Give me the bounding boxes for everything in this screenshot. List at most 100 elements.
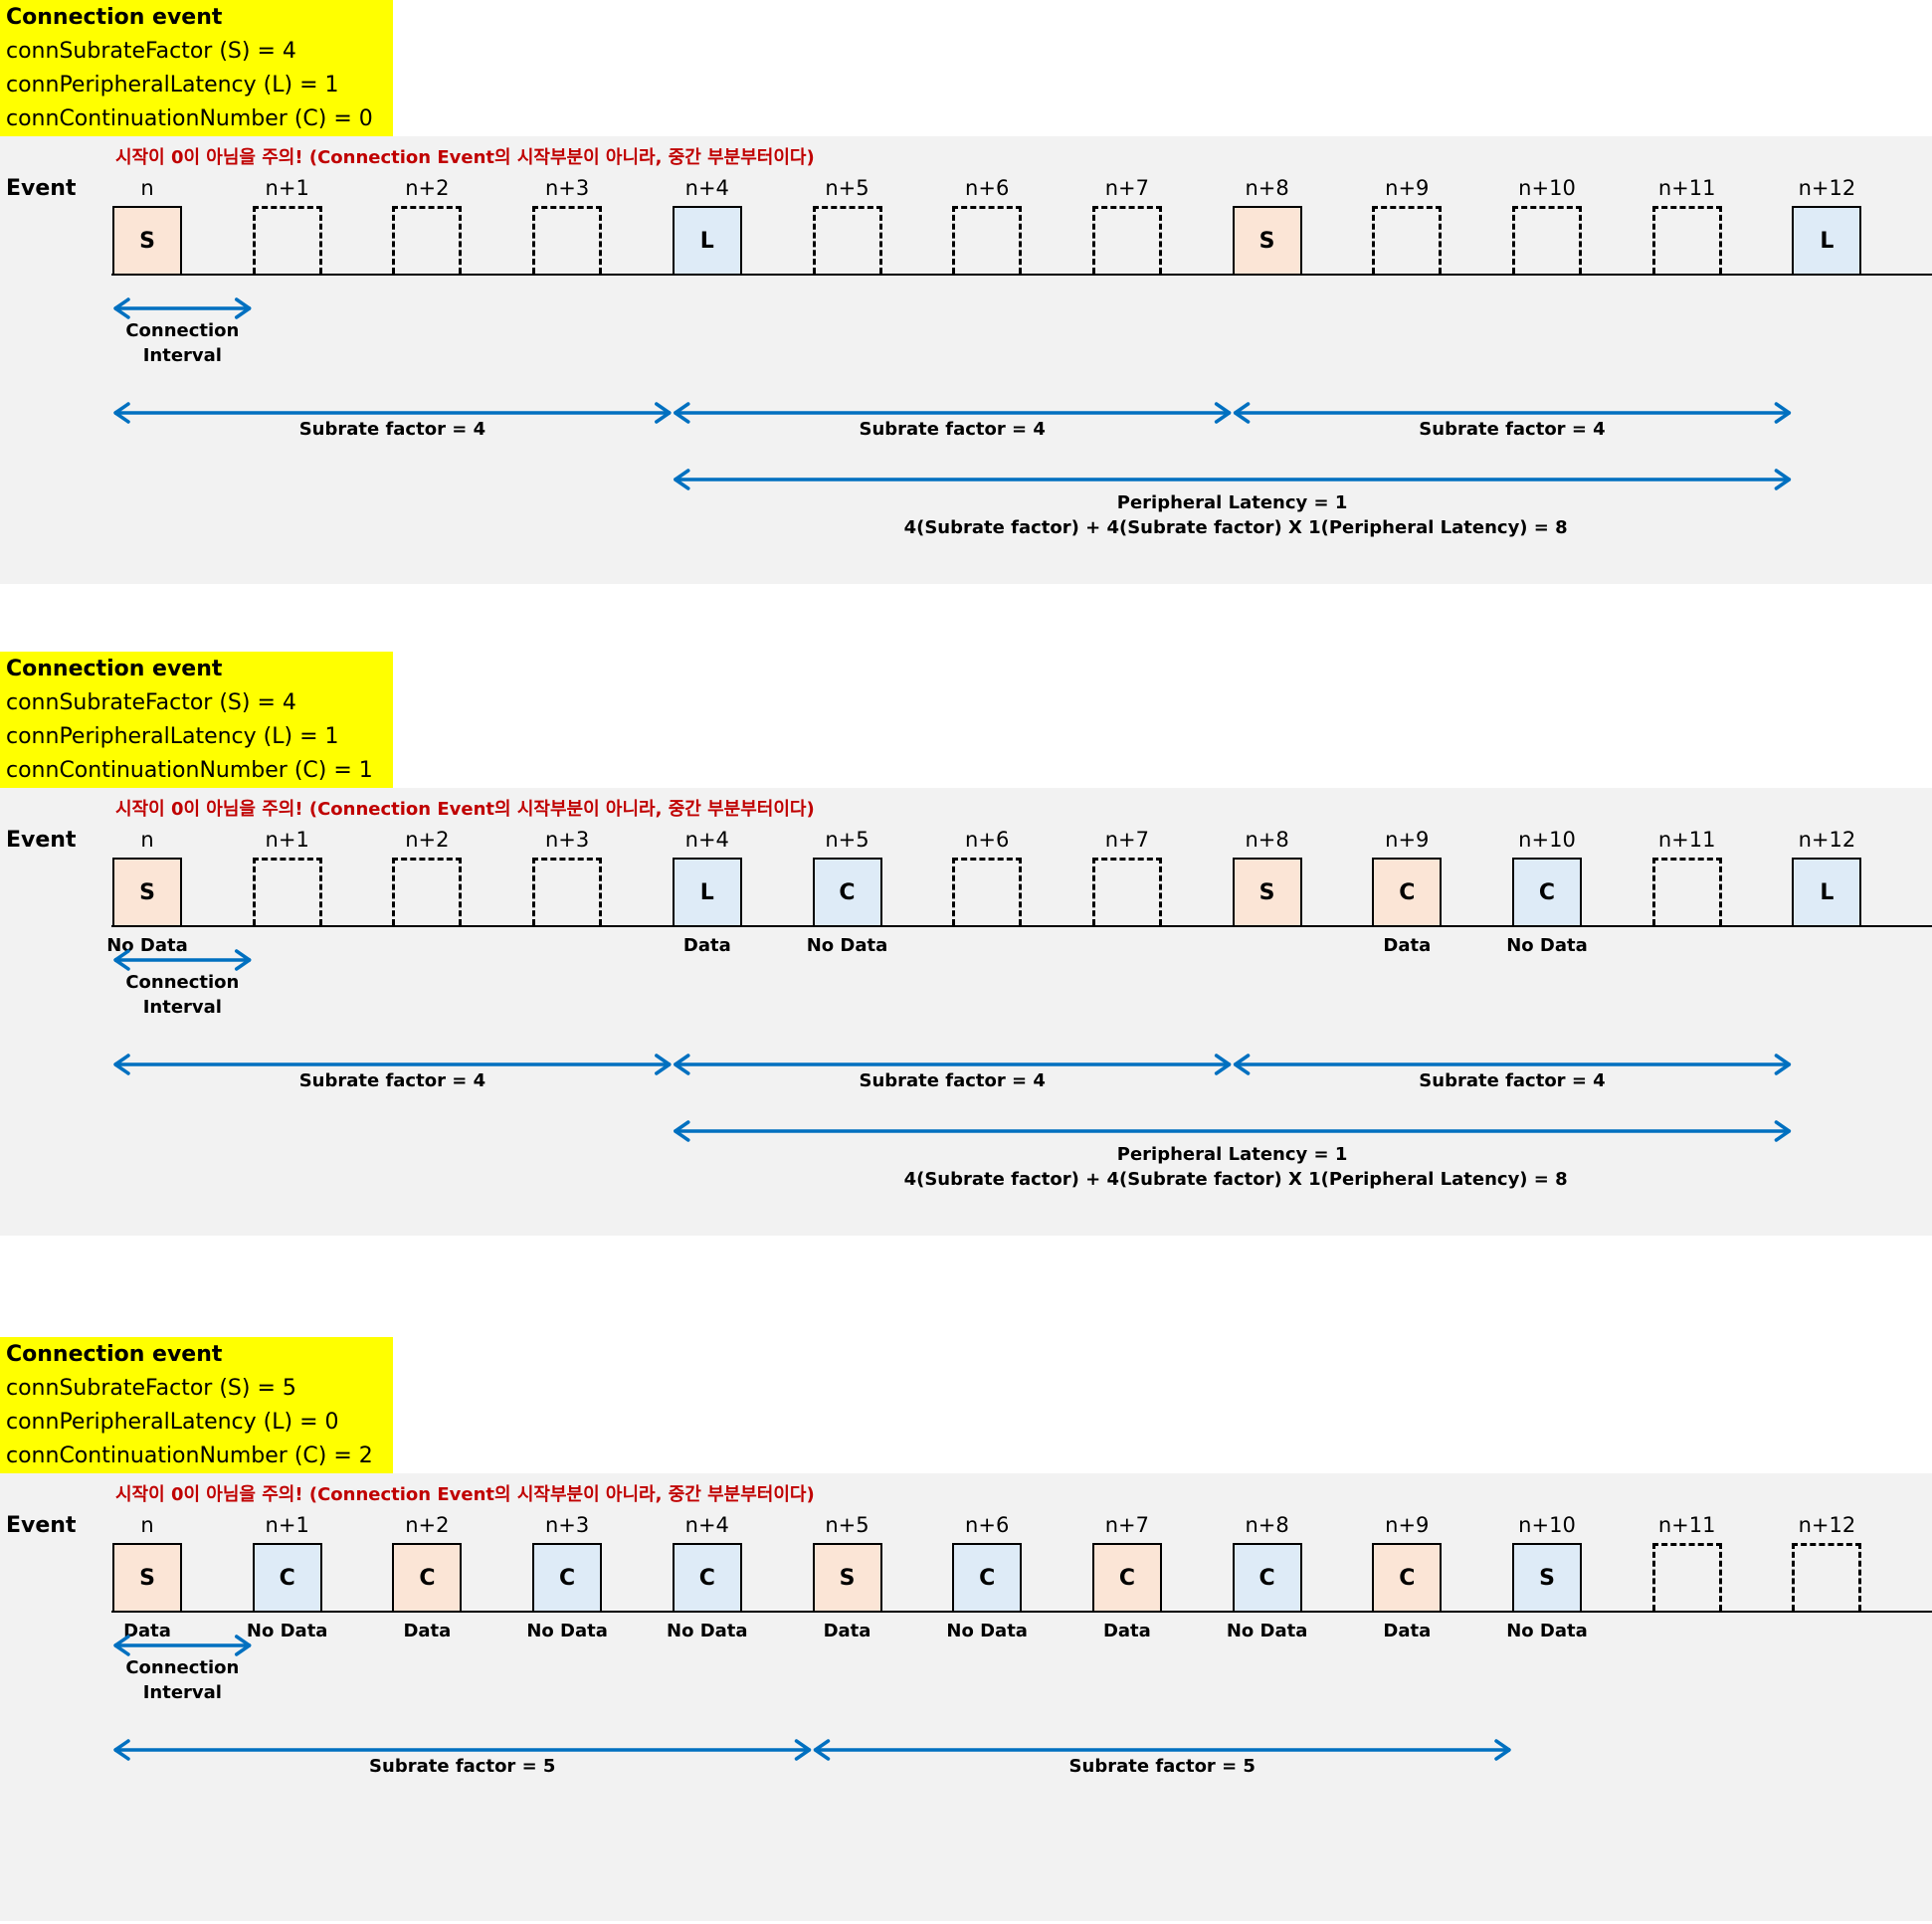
event-index-label: n+1 bbox=[265, 828, 309, 852]
timeline-axis bbox=[111, 274, 1932, 276]
peripheral-latency-param: connPeripheralLatency (L) = 1 bbox=[6, 73, 339, 97]
event-box-l: L bbox=[1792, 206, 1862, 274]
connection-interval-line1: Connection bbox=[125, 320, 240, 341]
event-box-l: L bbox=[672, 858, 742, 925]
continuation-number-param: connContinuationNumber (C) = 1 bbox=[6, 758, 373, 783]
data-status-label: Data bbox=[1102, 1621, 1151, 1641]
arrow-head-right bbox=[234, 949, 252, 971]
arrow-head-left bbox=[1233, 1054, 1251, 1075]
arrow-head-right bbox=[1774, 1120, 1792, 1142]
arrow-head-right bbox=[655, 1054, 672, 1075]
data-status-label: No Data bbox=[1506, 1621, 1588, 1641]
event-index-label: n+8 bbox=[1245, 1513, 1289, 1537]
data-status-label: No Data bbox=[106, 935, 188, 956]
event-index-label: n+2 bbox=[405, 1513, 450, 1537]
event-box-l: L bbox=[672, 206, 742, 274]
subrate-factor-param: connSubrateFactor (S) = 4 bbox=[6, 690, 296, 715]
event-box-c: C bbox=[1512, 858, 1582, 925]
event-index-label: n+3 bbox=[544, 176, 590, 200]
timing-section: Connection event connSubrateFactor (S) = … bbox=[0, 0, 1932, 587]
empty-event-slot bbox=[1372, 206, 1443, 274]
empty-event-slot bbox=[1792, 1543, 1862, 1611]
data-status-label: No Data bbox=[1226, 1621, 1308, 1641]
event-box-c: C bbox=[1372, 1543, 1443, 1611]
data-status-label: No Data bbox=[946, 1621, 1028, 1641]
subrate-factor-label: Subrate factor = 4 bbox=[859, 419, 1046, 440]
data-status-label: Data bbox=[682, 935, 731, 956]
arrow-layer bbox=[113, 1635, 1511, 1761]
timeline-panel: 시작이 0이 아님을 주의! (Connection Event의 시작부분이 … bbox=[0, 1473, 1932, 1921]
peripheral-latency-arrow bbox=[674, 1120, 1792, 1142]
event-index-label: n+2 bbox=[405, 828, 450, 852]
data-status-label: No Data bbox=[1506, 935, 1588, 956]
subrate-factor-label: Subrate factor = 4 bbox=[298, 419, 486, 440]
subrate-factor-label: Subrate factor = 4 bbox=[1419, 1070, 1606, 1091]
arrow-head-left bbox=[113, 402, 130, 424]
arrow-head-right bbox=[1774, 469, 1792, 490]
subrate-factor-label: Subrate factor = 5 bbox=[1068, 1756, 1256, 1777]
empty-event-slot bbox=[252, 206, 322, 274]
event-index-label: n+6 bbox=[965, 176, 1010, 200]
subrate-factor-param: connSubrateFactor (S) = 5 bbox=[6, 1376, 296, 1401]
event-box-c: C bbox=[672, 1543, 742, 1611]
continuation-number-param: connContinuationNumber (C) = 0 bbox=[6, 106, 373, 131]
arrow-head-right bbox=[1494, 1739, 1511, 1761]
event-box-c: C bbox=[812, 858, 882, 925]
event-index-label: n+5 bbox=[825, 1513, 869, 1537]
event-index-label: n+10 bbox=[1518, 828, 1576, 852]
event-index-label: n bbox=[140, 1513, 154, 1537]
arrow-head-right bbox=[655, 402, 672, 424]
event-index-label: n bbox=[140, 176, 154, 200]
empty-event-slot bbox=[252, 858, 322, 925]
data-status-label: No Data bbox=[526, 1621, 608, 1641]
event-index-label: n+4 bbox=[684, 828, 729, 852]
event-box-s: S bbox=[1232, 858, 1302, 925]
data-status-label: No Data bbox=[667, 1621, 748, 1641]
event-index-label: n+3 bbox=[544, 828, 590, 852]
subrate-factor-param: connSubrateFactor (S) = 4 bbox=[6, 39, 296, 64]
timeline-axis bbox=[111, 925, 1932, 927]
event-index-label: n+4 bbox=[684, 1513, 729, 1537]
header-title: Connection event bbox=[6, 5, 223, 30]
event-index-label: n+10 bbox=[1518, 1513, 1576, 1537]
connection-interval-line2: Interval bbox=[142, 345, 222, 366]
empty-event-slot bbox=[532, 206, 603, 274]
event-index-label: n+6 bbox=[965, 1513, 1010, 1537]
event-index-label: n+11 bbox=[1657, 828, 1716, 852]
event-index-label: n+12 bbox=[1798, 828, 1856, 852]
peripheral-latency-value: Peripheral Latency = 1 bbox=[1116, 1144, 1348, 1165]
continuation-number-param: connContinuationNumber (C) = 2 bbox=[6, 1443, 373, 1468]
event-label: Event bbox=[6, 1513, 77, 1538]
peripheral-latency-arrow bbox=[674, 469, 1792, 490]
timeline-panel: 시작이 0이 아님을 주의! (Connection Event의 시작부분이 … bbox=[0, 788, 1932, 1236]
event-box-s: S bbox=[112, 858, 182, 925]
timeline-panel: 시작이 0이 아님을 주의! (Connection Event의 시작부분이 … bbox=[0, 136, 1932, 584]
connection-interval-line1: Connection bbox=[125, 1657, 240, 1678]
empty-event-slot bbox=[392, 858, 463, 925]
connection-interval-line2: Interval bbox=[142, 997, 222, 1018]
event-index-label: n+2 bbox=[405, 176, 450, 200]
arrow-head-left bbox=[113, 1739, 130, 1761]
warning-note: 시작이 0이 아님을 주의! (Connection Event의 시작부분이 … bbox=[115, 799, 815, 820]
arrow-head-left bbox=[813, 1739, 831, 1761]
event-box-c: C bbox=[1232, 1543, 1302, 1611]
arrow-head-right bbox=[1214, 1054, 1232, 1075]
event-index-label: n+8 bbox=[1245, 176, 1289, 200]
arrow-head-left bbox=[1233, 402, 1251, 424]
empty-event-slot bbox=[1091, 858, 1162, 925]
connection-interval-line2: Interval bbox=[142, 1682, 222, 1703]
empty-event-slot bbox=[392, 206, 463, 274]
subrate-factor-label: Subrate factor = 4 bbox=[298, 1070, 486, 1091]
event-box-c: C bbox=[252, 1543, 322, 1611]
event-box-c: C bbox=[1091, 1543, 1162, 1611]
subrate-factor-label: Subrate factor = 4 bbox=[859, 1070, 1046, 1091]
event-index-label: n+5 bbox=[825, 176, 869, 200]
event-box-c: C bbox=[392, 1543, 463, 1611]
arrow-head-right bbox=[1774, 402, 1792, 424]
